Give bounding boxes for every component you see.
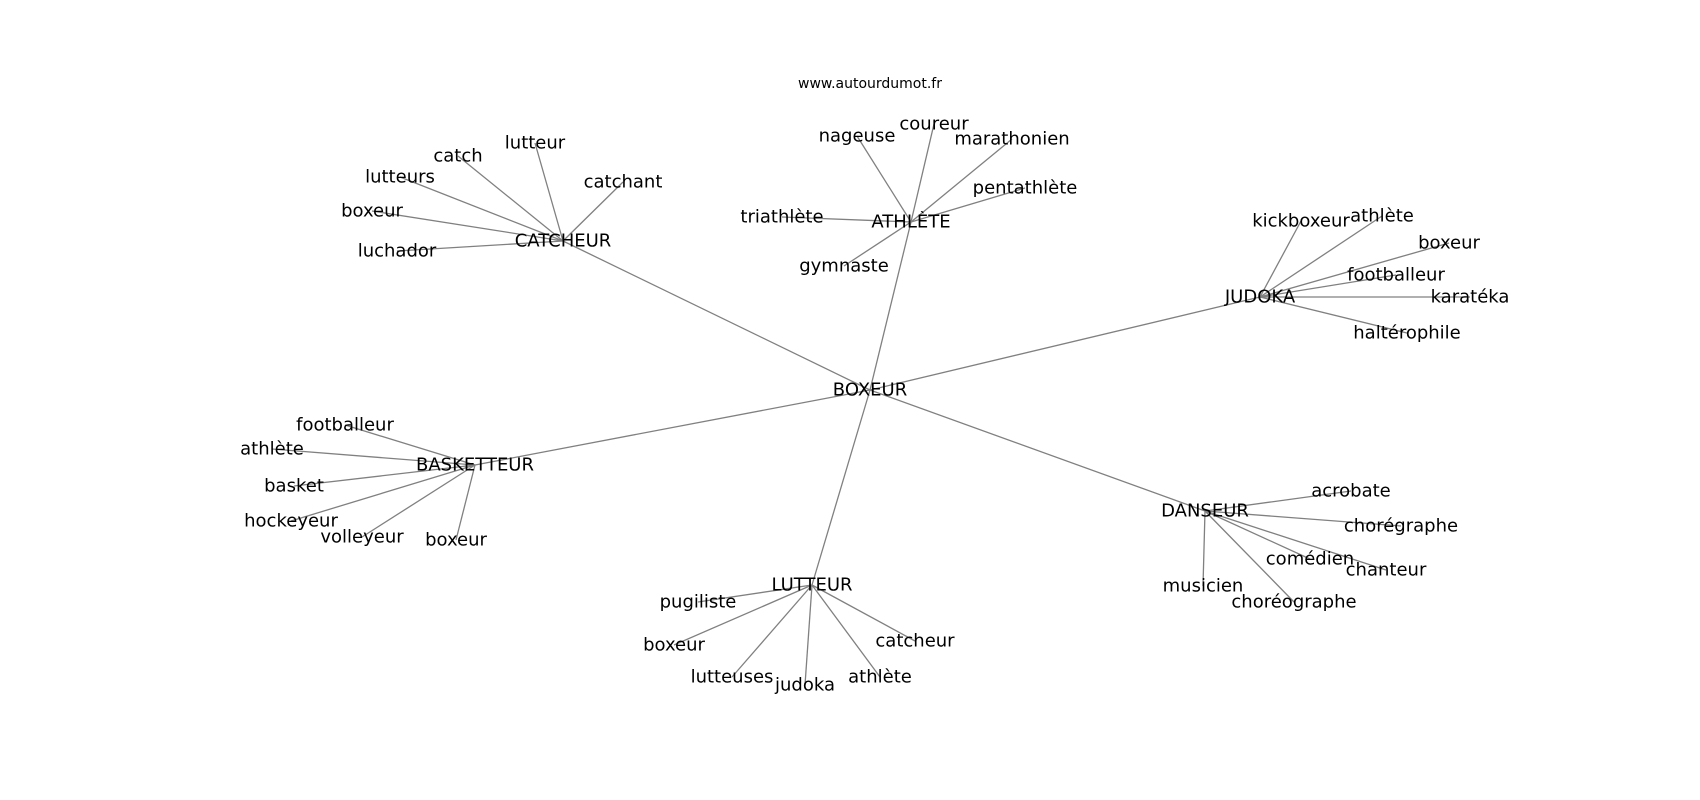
node-leaf-catcheur-lutteur[interactable]: lutteur <box>505 133 566 154</box>
edge-danseur-choreographe <box>1204 510 1295 603</box>
node-leaf-lutteur-boxeur[interactable]: boxeur <box>643 635 705 656</box>
node-leaf-catcheur-catchant[interactable]: catchant <box>584 172 663 193</box>
edge-danseur-choregraphe <box>1204 510 1402 527</box>
node-leaf-danseur-musicien[interactable]: musicien <box>1163 576 1244 597</box>
node-leaf-basketteur-volleyeur[interactable]: volleyeur <box>320 527 404 548</box>
node-hub-athlete[interactable]: ATHLÈTE <box>871 211 950 233</box>
node-leaf-athlete-nageuse[interactable]: nageuse <box>819 126 896 147</box>
node-leaf-catcheur-lutteurs[interactable]: lutteurs <box>365 167 435 188</box>
edge-lutteur-pugiliste <box>697 584 813 603</box>
edge-lutteur-boxeur <box>673 584 813 646</box>
edge-judoka-halterophile <box>1259 296 1408 334</box>
edge-athlete-triathlete <box>781 216 912 223</box>
node-root-boxeur[interactable]: BOXEUR <box>833 380 907 401</box>
edge-root-danseur <box>869 389 1206 512</box>
node-leaf-lutteur-athlete[interactable]: athlète <box>848 667 912 688</box>
node-hub-lutteur[interactable]: LUTTEUR <box>771 575 852 596</box>
edge-athlete-pentathlete <box>910 187 1026 223</box>
edge-basketteur-basket <box>293 464 476 487</box>
edge-basketteur-athlete <box>271 448 476 466</box>
edge-catcheur-lutteur <box>534 142 564 242</box>
edge-catcheur-catchant <box>562 181 624 242</box>
edge-catcheur-luchador <box>396 240 564 252</box>
node-leaf-athlete-triathlete[interactable]: triathlète <box>740 207 823 228</box>
edge-basketteur-footballeur <box>344 424 476 466</box>
edge-root-judoka <box>869 296 1261 391</box>
node-leaf-basketteur-boxeur[interactable]: boxeur <box>425 530 487 551</box>
node-leaf-judoka-footballeur[interactable]: footballeur <box>1347 265 1445 286</box>
node-leaf-lutteur-pugiliste[interactable]: pugiliste <box>660 592 737 613</box>
node-leaf-lutteur-catcheur[interactable]: catcheur <box>875 631 955 652</box>
node-hub-danseur[interactable]: DANSEUR <box>1161 501 1249 522</box>
node-leaf-lutteur-judoka[interactable]: judoka <box>774 675 835 696</box>
edge-lutteur-judoka <box>804 584 813 686</box>
node-leaf-judoka-boxeur[interactable]: boxeur <box>1418 233 1480 254</box>
edge-lutteur-lutteuses <box>731 584 813 678</box>
edge-judoka-boxeur <box>1259 242 1450 298</box>
edge-root-catcheur <box>562 240 871 391</box>
edge-danseur-chanteur <box>1204 510 1387 571</box>
edge-danseur-musicien <box>1202 510 1206 587</box>
node-leaf-catcheur-luchador[interactable]: luchador <box>358 241 437 262</box>
edge-judoka-athlete <box>1259 215 1383 298</box>
node-leaf-basketteur-hockeyeur[interactable]: hockeyeur <box>244 511 338 532</box>
node-leaf-judoka-athlete[interactable]: athlète <box>1350 206 1414 227</box>
edge-athlete-marathonien <box>910 138 1013 223</box>
edge-catcheur-boxeur <box>371 210 564 242</box>
edge-catcheur-lutteurs <box>399 176 564 242</box>
node-leaf-danseur-choreographe[interactable]: choréographe <box>1231 592 1356 613</box>
node-leaf-catcheur-boxeur[interactable]: boxeur <box>341 201 403 222</box>
node-hub-basketteur[interactable]: BASKETTEUR <box>416 455 534 476</box>
labels-layer: BOXEUR CATCHEUR catch lutteur catchant lutteu… <box>240 114 1509 696</box>
node-leaf-catcheur-catch[interactable]: catch <box>433 146 482 167</box>
node-leaf-basketteur-basket[interactable]: basket <box>264 476 324 497</box>
node-leaf-basketteur-footballeur[interactable]: footballeur <box>296 415 394 436</box>
edge-root-athlete <box>869 221 912 391</box>
node-leaf-danseur-comedien[interactable]: comédien <box>1266 549 1354 570</box>
node-leaf-danseur-chanteur[interactable]: chanteur <box>1346 560 1427 581</box>
node-leaf-basketteur-athlete[interactable]: athlète <box>240 439 304 460</box>
edges-layer <box>271 123 1470 686</box>
edge-lutteur-athlete <box>811 584 881 678</box>
node-leaf-judoka-halterophile[interactable]: haltérophile <box>1353 323 1461 344</box>
edge-basketteur-volleyeur <box>361 464 476 538</box>
node-leaf-danseur-acrobate[interactable]: acrobate <box>1311 481 1391 502</box>
node-leaf-judoka-kickboxeur[interactable]: kickboxeur <box>1252 211 1350 232</box>
edge-judoka-footballeur <box>1259 274 1397 298</box>
edge-judoka-kickboxeur <box>1259 220 1302 298</box>
node-hub-judoka[interactable]: JUDOKA <box>1224 287 1296 308</box>
edge-root-lutteur <box>811 389 871 586</box>
edge-danseur-acrobate <box>1204 490 1352 512</box>
node-leaf-athlete-gymnaste[interactable]: gymnaste <box>799 256 889 277</box>
edge-basketteur-boxeur <box>455 464 476 541</box>
edge-athlete-nageuse <box>856 135 912 223</box>
edge-athlete-coureur <box>910 123 935 223</box>
edge-athlete-gymnaste <box>843 221 912 267</box>
edge-lutteur-catcheur <box>811 584 916 642</box>
site-credit: www.autourdumot.fr <box>798 76 942 92</box>
node-leaf-athlete-marathonien[interactable]: marathonien <box>954 129 1069 150</box>
edge-catcheur-catch <box>457 155 564 242</box>
node-leaf-athlete-pentathlete[interactable]: pentathlète <box>973 178 1078 199</box>
edge-root-basketteur <box>474 389 871 466</box>
node-leaf-lutteur-lutteuses[interactable]: lutteuses <box>691 667 774 688</box>
node-leaf-judoka-karateka[interactable]: karatéka <box>1431 287 1510 308</box>
edge-danseur-comedien <box>1204 510 1311 560</box>
node-hub-catcheur[interactable]: CATCHEUR <box>515 231 612 252</box>
node-leaf-athlete-coureur[interactable]: coureur <box>899 114 969 135</box>
node-leaf-danseur-choregraphe[interactable]: chorégraphe <box>1344 516 1458 537</box>
edge-basketteur-hockeyeur <box>290 464 476 522</box>
